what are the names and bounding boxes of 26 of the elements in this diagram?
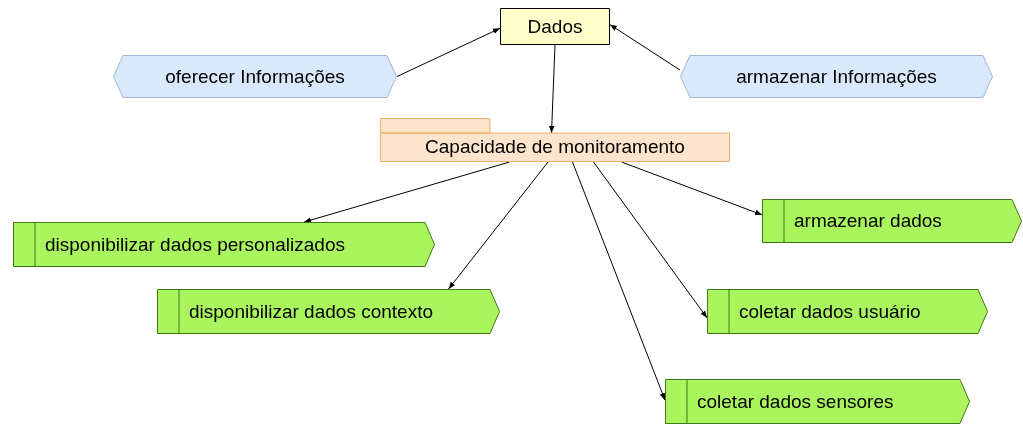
function-arrow-box (665, 379, 970, 424)
arrow (396, 27, 501, 77)
function-arrow-box (707, 289, 988, 334)
data-box (500, 8, 610, 45)
function-arrow-box (157, 289, 500, 334)
node-label: oferecer Informações (164, 65, 346, 88)
arrow (572, 161, 666, 401)
node-label: coletar dados usuário (739, 300, 921, 323)
node-label: Dados (526, 15, 584, 38)
service-hexagon (680, 55, 993, 98)
function-arrow-box (762, 199, 1022, 243)
service-hexagon (113, 55, 397, 98)
node-label: Capacidade de monitoramento (424, 136, 686, 158)
arrow (621, 161, 763, 216)
capability-box (380, 118, 730, 162)
arrow (303, 161, 510, 223)
node-label: disponibilizar dados contexto (189, 300, 433, 323)
node-label: armazenar Informações (735, 65, 938, 88)
node-label: coletar dados sensores (697, 390, 894, 413)
arrow (593, 161, 708, 319)
node-label: disponibilizar dados personalizados (45, 233, 345, 256)
arrow (549, 44, 556, 134)
function-arrow-box (13, 222, 435, 267)
arrow (448, 161, 549, 290)
arrow (609, 24, 681, 71)
node-label: armazenar dados (794, 210, 942, 232)
